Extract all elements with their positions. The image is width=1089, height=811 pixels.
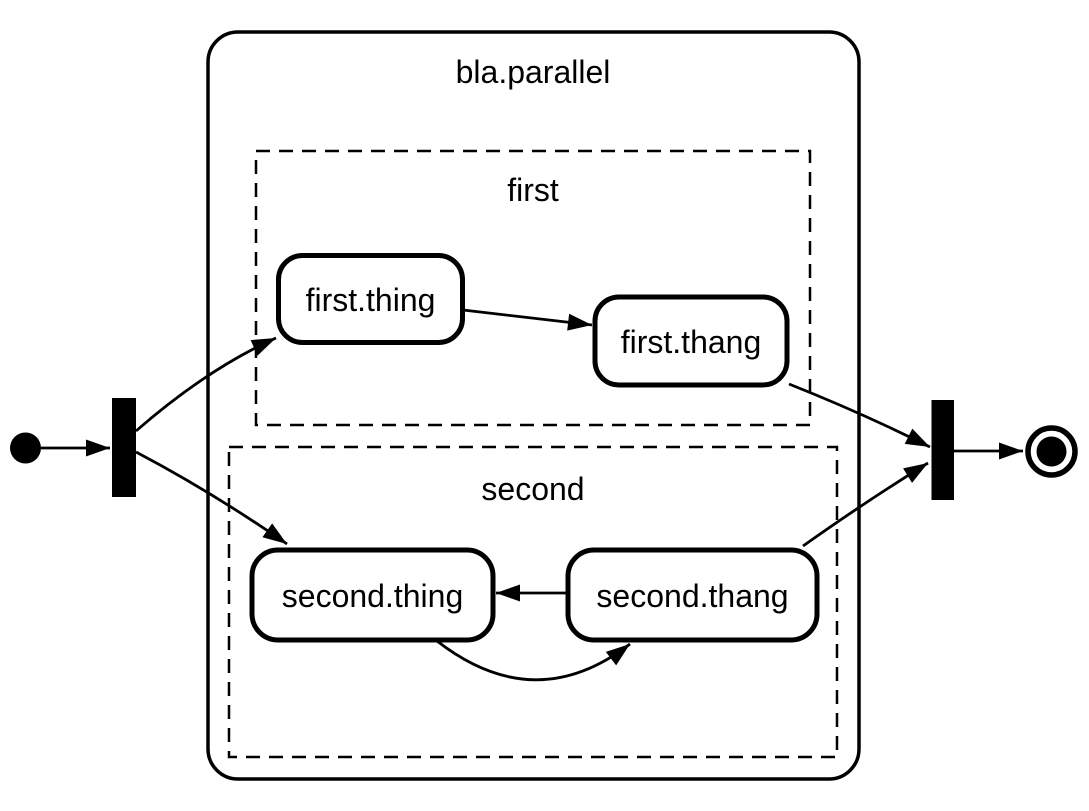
initial-state-node — [10, 432, 41, 464]
state-first-thing-box — [276, 253, 465, 345]
final-state-outer-ring — [1025, 425, 1078, 478]
region-first-label: first — [507, 172, 559, 208]
state-second-thing-label: second.thing — [282, 578, 463, 614]
state-first-thing-label: first.thing — [306, 282, 436, 318]
edge-fork-to-second-thing — [135, 450, 288, 546]
edge-fork-to-first-thing — [135, 336, 277, 433]
state-second-thang-box — [565, 547, 820, 643]
final-state-inner-dot — [1036, 436, 1067, 467]
fork-bar-node — [112, 398, 136, 497]
parallel-state-container — [206, 30, 861, 781]
state-second-thang-label: second.thang — [596, 578, 788, 614]
edge-first-thing-to-first-thang — [462, 308, 593, 331]
state-second-thing-box — [249, 547, 496, 643]
region-first: first first.thing first.thang — [254, 149, 812, 427]
state-first-thang-box — [592, 294, 790, 388]
region-second-label: second — [481, 471, 584, 507]
region-second-boundary — [227, 445, 839, 759]
region-second: second second.thing second.thang — [227, 445, 839, 759]
region-first-boundary — [254, 149, 812, 427]
join-bar-node — [931, 400, 954, 500]
edge-first-thang-to-join — [788, 382, 931, 449]
state-first-thang-label: first.thang — [621, 324, 762, 360]
edge-second-thang-to-join — [802, 461, 929, 548]
final-state-node — [1025, 425, 1078, 478]
parallel-state-title: bla.parallel — [456, 54, 611, 90]
edge-second-thing-to-second-thang — [436, 639, 631, 682]
